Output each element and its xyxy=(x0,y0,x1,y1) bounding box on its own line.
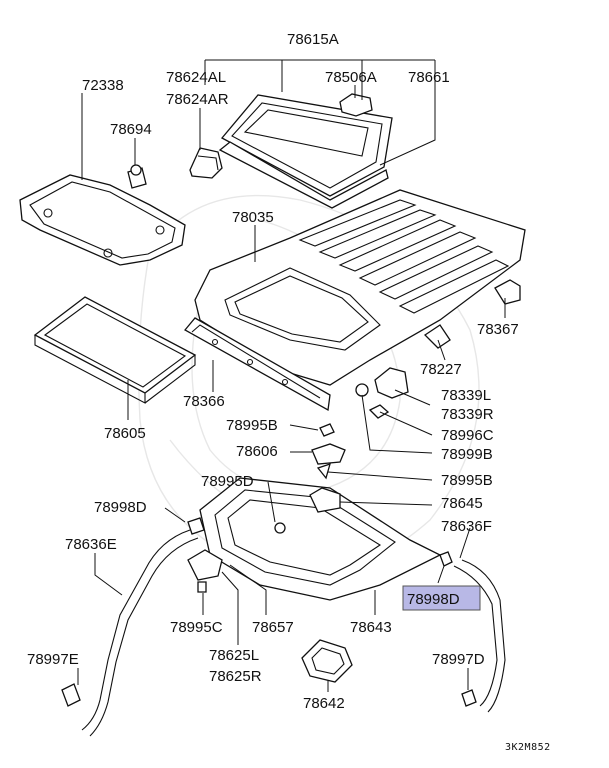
part-number-labels: 78615A 78624AL 78624AR 78506A 78661 7233… xyxy=(27,31,551,753)
label-78339R: 78339R xyxy=(441,406,494,423)
glass-clip-part xyxy=(339,93,373,117)
roof-panel-part xyxy=(194,189,526,386)
label-78605: 78605 xyxy=(104,425,146,442)
sunroof-frame-part xyxy=(199,477,442,601)
label-78643: 78643 xyxy=(350,619,392,636)
label-78996C: 78996C xyxy=(441,427,494,444)
sunshade-panel-part xyxy=(33,296,197,404)
label-72338: 72338 xyxy=(82,77,124,94)
label-78694: 78694 xyxy=(110,121,152,138)
label-78995C: 78995C xyxy=(170,619,223,636)
label-78657: 78657 xyxy=(252,619,294,636)
label-78995D: 78995D xyxy=(201,473,254,490)
label-78035: 78035 xyxy=(232,209,274,226)
label-78227: 78227 xyxy=(420,361,462,378)
label-78625R: 78625R xyxy=(209,668,262,685)
roof-bracket-right-part xyxy=(494,279,521,305)
sunshade-frame-part xyxy=(19,174,186,266)
label-78999B: 78999B xyxy=(441,446,493,463)
drain-hose-right-part xyxy=(453,559,506,713)
hose-clips-part xyxy=(61,517,477,707)
diagram-code: 3K2M852 xyxy=(505,742,551,753)
label-78606: 78606 xyxy=(236,443,278,460)
label-78998D-left: 78998D xyxy=(94,499,147,516)
label-78661: 78661 xyxy=(408,69,450,86)
sunroof-glass-part xyxy=(218,94,393,209)
label-78624AR: 78624AR xyxy=(166,91,229,108)
bottom-bracket-left-part xyxy=(187,549,223,593)
label-78624AL: 78624AL xyxy=(166,69,226,86)
label-78339L: 78339L xyxy=(441,387,491,404)
glass-bracket-part xyxy=(189,147,223,179)
small-fasteners-part xyxy=(311,423,346,480)
label-78625L: 78625L xyxy=(209,647,259,664)
label-78636E: 78636E xyxy=(65,536,117,553)
label-78506A: 78506A xyxy=(325,69,377,86)
label-78995B: 78995B xyxy=(441,472,493,489)
label-78645: 78645 xyxy=(441,495,483,512)
front-rail-part xyxy=(183,317,331,412)
label-78642: 78642 xyxy=(303,695,345,712)
label-78997E: 78997E xyxy=(27,651,79,668)
label-78366: 78366 xyxy=(183,393,225,410)
label-78998D-highlighted: 78998D xyxy=(407,591,460,608)
leader-lines xyxy=(77,59,506,692)
label-78997D: 78997D xyxy=(432,651,485,668)
label-78615A: 78615A xyxy=(287,31,339,48)
hinge-bracket-part xyxy=(355,367,409,419)
highlight-78998D xyxy=(402,585,481,611)
label-78636F: 78636F xyxy=(441,518,492,535)
drain-hose-left-part xyxy=(81,529,199,737)
rail-bracket-part xyxy=(423,324,451,349)
motor-part xyxy=(301,639,353,683)
label-78995B-top: 78995B xyxy=(226,417,278,434)
label-78367: 78367 xyxy=(477,321,519,338)
knob-part xyxy=(127,164,147,189)
